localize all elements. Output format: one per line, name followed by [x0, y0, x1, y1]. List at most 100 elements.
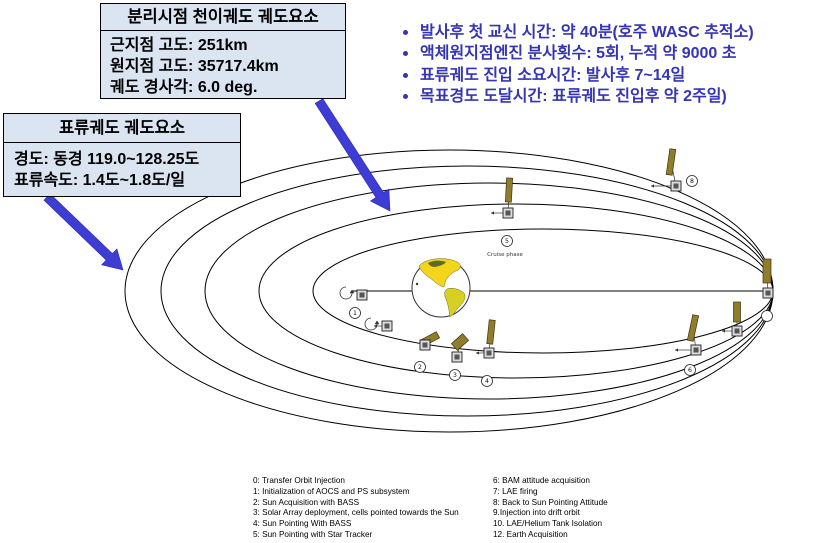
- step-marker-circle: [349, 307, 361, 319]
- axis-arrowhead: [722, 329, 725, 333]
- step-marker-circle: [449, 369, 461, 381]
- north-america-landmass: [418, 258, 461, 288]
- satellite-icon: [419, 331, 441, 351]
- mission-fact-text: 표류궤도 진입 소요시간: 발사후 7~14일: [420, 66, 686, 84]
- drift-rate-line: 표류속도: 1.4도~1.8도/일: [14, 172, 186, 189]
- apogee-altitude-line: 원지점 고도: 35717.4km: [110, 58, 279, 75]
- satellite-icon: [651, 148, 682, 192]
- rotation-arrow-icon: [339, 286, 353, 300]
- solar-panel: [450, 333, 470, 351]
- drift-orbit-elements-box: 표류궤도 궤도요소 경도: 동경 119.0~128.25도 표류속도: 1.4…: [3, 113, 241, 197]
- transfer-orbit-elements-title: 분리시점 천이궤도 궤도요소: [101, 4, 345, 31]
- solar-panel: [733, 301, 741, 323]
- legend-entry: 10. LAE/Helium Tank Isolation: [493, 519, 603, 529]
- mission-fact-text: 목표경도 도달시간: 표류궤도 진입후 약 2주일): [420, 87, 727, 105]
- step-marker-number: 3: [453, 372, 457, 379]
- rotation-arrow-icon: [364, 317, 378, 331]
- rotation-arrowhead: [349, 289, 355, 294]
- step-marker-layer: 1 2 3 4 5 6 8: [349, 175, 773, 387]
- satellite-body-core: [765, 290, 771, 296]
- legend-entry: 6: BAM attitude acquisition: [493, 476, 590, 485]
- bullet-dot: [403, 93, 408, 99]
- satellite-body-core: [359, 292, 365, 298]
- mission-fact-item: 액체원지점엔진 분사횟수: 5회, 누적 약 9000 초: [398, 43, 754, 64]
- step-marker-circle: [761, 310, 773, 322]
- legend-entry: 12. Earth Acquisition: [493, 529, 568, 539]
- satellite-icon: [364, 317, 393, 332]
- north-america-shading: [428, 260, 446, 267]
- satellite-body-core: [454, 354, 460, 360]
- legend-left-column: 0: Transfer Orbit Injection 1: Initializ…: [253, 476, 459, 541]
- satellite-icon: [476, 319, 496, 359]
- bullet-dot: [403, 30, 408, 35]
- earth-globe: [411, 258, 471, 318]
- step-marker-number: 2: [418, 364, 422, 371]
- step-marker-circle: [501, 235, 513, 247]
- satellite-layer: [339, 148, 774, 363]
- pointer-arrow-transfer-orbit: [314, 98, 391, 212]
- solar-panel: [762, 258, 772, 284]
- south-america-landmass: [444, 287, 466, 318]
- satellite-body-core: [422, 342, 428, 348]
- solar-panel: [505, 177, 513, 203]
- longitude-line: 경도: 동경 119.0~128.25도: [14, 151, 200, 168]
- legend-entry: 2: Sun Acquisition with BASS: [253, 497, 360, 507]
- transfer-orbit-elements-body: 근지점 고도: 251km 원지점 고도: 35717.4km 궤도 경사각: …: [101, 31, 345, 98]
- solar-panel: [486, 319, 496, 345]
- step-marker-number: 5: [505, 238, 509, 245]
- mission-fact-item: 표류궤도 진입 소요시간: 발사후 7~14일: [398, 65, 754, 86]
- bullet-dot: [403, 72, 408, 78]
- axis-arrowhead: [651, 184, 654, 188]
- solar-panel: [686, 314, 700, 342]
- axis-arrowhead: [675, 348, 678, 352]
- satellite-icon: [450, 333, 470, 363]
- satellite-icon: [762, 258, 774, 299]
- satellite-icon: [722, 301, 743, 337]
- step-marker-number: 8: [690, 178, 694, 185]
- transfer-orbit-elements-box: 분리시점 천이궤도 궤도요소 근지점 고도: 251km 원지점 고도: 357…: [100, 3, 346, 99]
- satellite-body-core: [673, 183, 679, 189]
- step-marker-circle: [481, 375, 493, 387]
- legend-entry: 0: Transfer Orbit Injection: [253, 476, 345, 485]
- legend-entry: 8: Back to Sun Pointing Attitude: [493, 497, 608, 507]
- satellite-icon: [491, 177, 514, 219]
- solar-panel: [665, 148, 677, 176]
- satellite-body-core: [693, 347, 699, 353]
- step-marker-number: 1: [353, 310, 357, 317]
- mission-facts-list: 발사후 첫 교신 시간: 약 40분(호주 WASC 추적소) 액체원지점엔진 …: [398, 22, 754, 107]
- mission-fact-text: 액체원지점엔진 분사횟수: 5회, 누적 약 9000 초: [420, 45, 737, 63]
- satellite-body-core: [734, 328, 740, 334]
- inclination-line: 궤도 경사각: 6.0 deg.: [110, 79, 258, 96]
- step-marker-circle: [684, 364, 696, 376]
- drift-orbit-elements-body: 경도: 동경 119.0~128.25도 표류속도: 1.4도~1.8도/일: [4, 143, 240, 191]
- pointer-arrow-layer: [43, 98, 391, 271]
- bullet-dot: [403, 51, 408, 57]
- legend-right-column: 6: BAM attitude acquisition 7: LAE firin…: [493, 476, 608, 541]
- mission-fact-item: 목표경도 도달시간: 표류궤도 진입후 약 2주일): [398, 86, 754, 107]
- legend-entry: 5: Sun Pointing with Star Tracker: [253, 529, 373, 539]
- legend-entry: 1: Initialization of AOCS and PS subsyst…: [253, 486, 410, 496]
- mission-fact-text: 발사후 첫 교신 시간: 약 40분(호주 WASC 추적소): [420, 24, 754, 41]
- drift-orbit-elements-title: 표류궤도 궤도요소: [4, 114, 240, 143]
- axis-arrowhead: [476, 351, 479, 355]
- satellite-body-core: [384, 323, 390, 329]
- legend-entry: 3: Solar Array deployment, cells pointed…: [253, 508, 459, 518]
- satellite-body-core: [486, 350, 492, 356]
- mission-fact-item: 발사후 첫 교신 시간: 약 40분(호주 WASC 추적소): [398, 22, 754, 43]
- legend-entry: 4: Sun Pointing With BASS: [253, 519, 352, 529]
- legend-entry: 9.Injection into drift orbit: [493, 508, 580, 518]
- step-marker-number: 6: [688, 367, 692, 374]
- step-marker-circle: [414, 361, 426, 373]
- satellite-icon: [339, 286, 368, 301]
- step-marker-circle: [686, 175, 698, 187]
- axis-arrowhead: [491, 211, 494, 215]
- legend-entry: 7: LAE firing: [493, 486, 538, 496]
- step-marker-number: 4: [485, 378, 489, 385]
- pointer-arrow-drift-orbit: [43, 193, 124, 271]
- earth-surface-dot: [415, 282, 419, 286]
- perigee-altitude-line: 근지점 고도: 251km: [110, 37, 248, 54]
- satellite-icon: [675, 314, 702, 356]
- cruise-phase-label: Cruise phase: [487, 252, 523, 258]
